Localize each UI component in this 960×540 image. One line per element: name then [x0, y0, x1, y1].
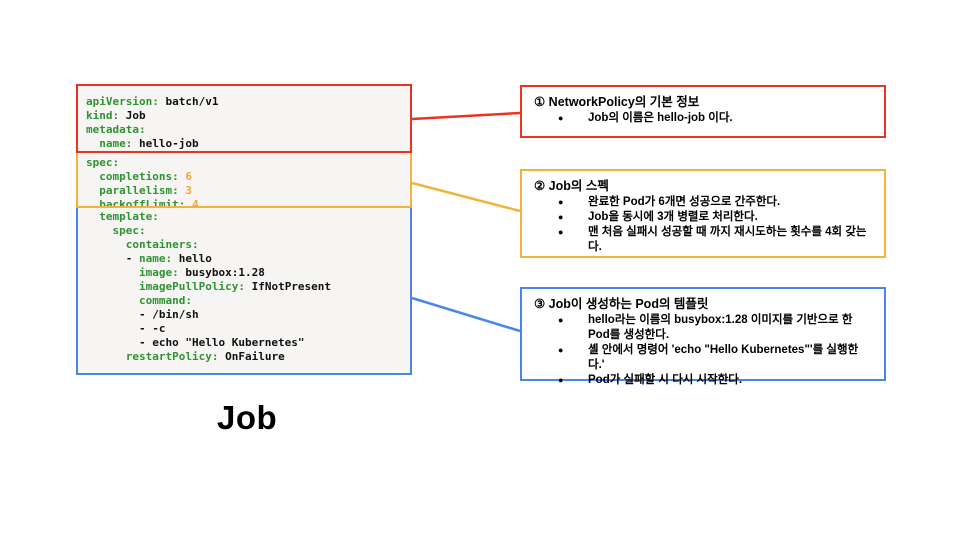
- code-line: backoffLimit: 4: [99, 197, 199, 208]
- annotation-box-basic-info: ① NetworkPolicy의 기본 정보 ● Job의 이름은 hello-j…: [520, 85, 886, 138]
- connector-red: [411, 111, 521, 121]
- bullet-icon: ●: [558, 345, 564, 355]
- bullet-text: Job을 동시에 3개 병렬로 처리한다.: [588, 211, 758, 223]
- bullet-icon: ●: [558, 315, 564, 325]
- code-section-template: template: spec: containers: - name: hell…: [76, 205, 412, 375]
- code-line: imagePullPolicy: IfNotPresent: [138, 280, 332, 293]
- bullet-text: hello라는 이름의 busybox:1.28 이미지를 기반으로 한 Pod…: [588, 314, 853, 341]
- code-line: - echo "Hello Kubernetes": [86, 336, 305, 349]
- annotation-bullet-list: ● 완료한 Pod가 6개면 성공으로 간주한다. ● Job을 동시에 3개 병렬로…: [534, 195, 874, 255]
- code-line: name: hello-job: [99, 137, 199, 150]
- code-line: metadata:: [86, 123, 146, 136]
- code-line: containers:: [125, 238, 199, 251]
- slide-title: Job: [217, 399, 278, 436]
- code-line: spec:: [86, 155, 120, 169]
- code-line: spec:: [112, 224, 146, 237]
- bullet-icon: ●: [558, 212, 564, 222]
- bullet-item: ● Pod가 실패할 시 다시 시작한다.: [558, 373, 874, 388]
- code-line: image: busybox:1.28: [138, 266, 265, 279]
- code-line: kind: Job: [86, 109, 146, 122]
- connector-blue: [411, 296, 521, 333]
- bullet-icon: ●: [558, 227, 564, 237]
- bullet-item: ● Job의 이름은 hello-job 이다.: [558, 111, 874, 126]
- code-line: - name: hello: [86, 252, 212, 265]
- bullet-text: Pod가 실패할 시 다시 시작한다.: [588, 374, 743, 386]
- annotation-box-job-spec: ② Job의 스펙 ● 완료한 Pod가 6개면 성공으로 간주한다. ● Job을 …: [520, 169, 886, 258]
- bullet-icon: ●: [558, 197, 564, 207]
- bullet-text: 셸 안에서 명령어 'echo "Hello Kubernetes"'를 실행한…: [588, 344, 859, 371]
- bullet-icon: ●: [558, 375, 564, 385]
- code-line: - /bin/sh: [86, 308, 199, 321]
- code-line: - -c: [86, 322, 166, 335]
- bullet-item: ● hello라는 이름의 busybox:1.28 이미지를 기반으로 한 Po…: [558, 313, 874, 343]
- bullet-item: ● 셸 안에서 명령어 'echo "Hello Kubernetes"'를 실행…: [558, 343, 874, 373]
- connector-yellow: [411, 181, 521, 213]
- code-line: restartPolicy: OnFailure: [125, 350, 285, 363]
- annotation-bullet-list: ● Job의 이름은 hello-job 이다.: [534, 111, 874, 126]
- bullet-text: 완료한 Pod가 6개면 성공으로 간주한다.: [588, 196, 781, 208]
- annotation-box-pod-template: ③ Job이 생성하는 Pod의 템플릿 ● hello라는 이름의 busybo…: [520, 287, 886, 386]
- code-line: template:: [99, 210, 159, 223]
- code-line: apiVersion: batch/v1: [86, 95, 219, 108]
- code-line: parallelism: 3: [99, 183, 192, 197]
- bullet-item: ● 완료한 Pod가 6개면 성공으로 간주한다.: [558, 195, 874, 210]
- annotation-heading: ③ Job이 생성하는 Pod의 템플릿: [534, 297, 709, 311]
- bullet-item: ● Job을 동시에 3개 병렬로 처리한다.: [558, 210, 874, 225]
- annotation-heading: ① NetworkPolicy의 기본 정보: [534, 95, 700, 109]
- bullet-item: ● 맨 처음 실패시 성공할 때 까지 재시도하는 횟수를 4회 갖는다.: [558, 225, 874, 255]
- annotation-bullet-list: ● hello라는 이름의 busybox:1.28 이미지를 기반으로 한 Po…: [534, 313, 874, 388]
- bullet-text: 맨 처음 실패시 성공할 때 까지 재시도하는 횟수를 4회 갖는다.: [588, 226, 867, 253]
- bullet-text: Job의 이름은 hello-job 이다.: [588, 112, 733, 124]
- annotation-heading: ② Job의 스펙: [534, 179, 609, 193]
- code-section-spec: spec: completions: 6 parallelism: 3 back…: [76, 150, 412, 208]
- code-line: command:: [138, 294, 192, 307]
- bullet-icon: ●: [558, 113, 564, 123]
- code-line: completions: 6: [99, 169, 192, 183]
